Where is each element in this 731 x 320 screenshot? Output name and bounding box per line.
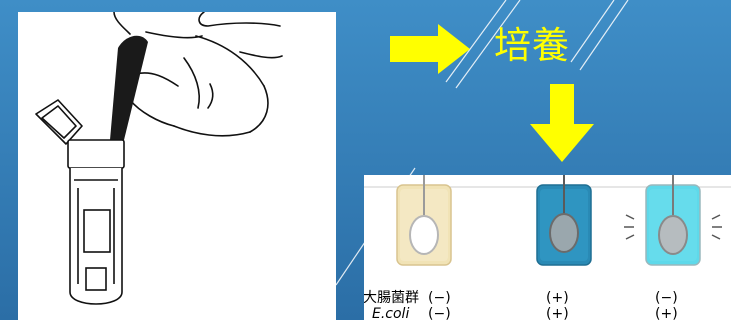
result-tubes-drawing [364, 175, 731, 266]
arrow-down-icon [530, 84, 594, 162]
arrow-right-icon [390, 24, 470, 74]
coliform-row-label: 大腸菌群 [364, 290, 419, 306]
tube-negative [396, 175, 452, 266]
tube1-ecoli-result: (−) [428, 306, 451, 320]
tube2-coliform-result: (+) [546, 290, 569, 306]
tube2-ecoli-result: (+) [546, 306, 569, 320]
incubation-title: 培養 [494, 24, 570, 67]
tube3-ecoli-result: (+) [655, 306, 678, 320]
tube-ecoli-positive [624, 175, 722, 266]
tube-coliform-positive [536, 175, 592, 266]
ecoli-row-label: E.coli [372, 306, 410, 320]
tube1-coliform-result: (−) [428, 290, 451, 306]
tube3-coliform-result: (−) [655, 290, 678, 306]
result-tubes-panel: 大腸菌群 E.coli (−) (−) (+) (+) (−) (+) [364, 175, 731, 320]
hand-and-tube-drawing [35, 11, 283, 305]
sample-dropping-illustration [18, 11, 336, 320]
fluorescence-rays-icon [624, 214, 722, 240]
